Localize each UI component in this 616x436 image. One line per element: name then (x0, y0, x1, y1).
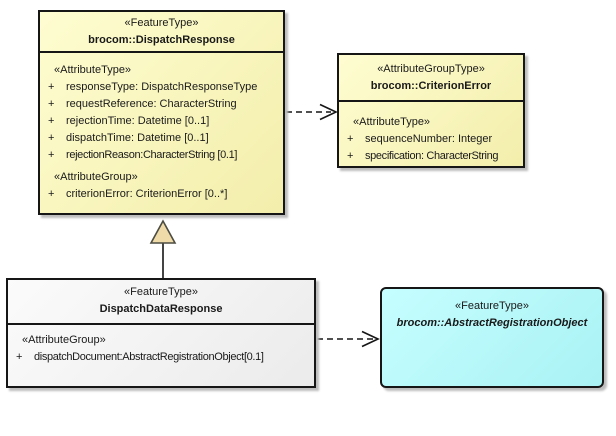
class-title: DispatchDataResponse (99, 303, 223, 315)
class-header: «FeatureType» brocom::AbstractRegistrati… (382, 289, 602, 332)
class-title: brocom::CriterionError (370, 80, 492, 92)
section-heading: «AttributeGroup» (54, 171, 138, 183)
visibility-symbol: + (48, 115, 55, 127)
section-heading: «AttributeType» (54, 64, 132, 76)
attribute-text: rejectionReason:CharacterString [0.1] (66, 149, 238, 161)
section-heading: «AttributeGroup» (22, 334, 106, 346)
attribute-text: requestReference: CharacterString (66, 98, 237, 110)
attribute-compartment: «AttributeGroup» + dispatchDocument:Abst… (8, 325, 314, 366)
generalization-arrow (149, 219, 177, 278)
attribute-row: + criterionError: CriterionError [0..*] (40, 186, 283, 203)
class-title: brocom::DispatchResponse (88, 34, 235, 46)
attribute-text: dispatchDocument:AbstractRegistrationObj… (34, 351, 264, 363)
attribute-text: sequenceNumber: Integer (365, 133, 493, 145)
dependency-arrow-criterion-error (286, 103, 338, 121)
attribute-row: + rejectionTime: Datetime [0..1] (40, 113, 283, 130)
class-box-dispatch-data-response: «FeatureType» DispatchDataResponse «Attr… (6, 278, 316, 388)
attribute-row: + requestReference: CharacterString (40, 96, 283, 113)
stereotype-label: «FeatureType» (124, 17, 199, 29)
class-header: «AttributeGroupType» brocom::CriterionEr… (339, 55, 523, 102)
attribute-text: specification: CharacterString (365, 150, 499, 162)
stereotype-label: «FeatureType» (455, 300, 529, 312)
visibility-symbol: + (347, 133, 354, 145)
attribute-compartment: «AttributeType» + sequenceNumber: Intege… (339, 102, 523, 165)
visibility-symbol: + (16, 351, 23, 363)
stereotype-label: «AttributeGroupType» (377, 63, 485, 75)
visibility-symbol: + (48, 98, 55, 110)
attribute-row: + sequenceNumber: Integer (339, 131, 523, 148)
stereotype-label: «FeatureType» (124, 286, 198, 298)
dependency-arrow-abstract-registration-object (317, 330, 380, 348)
class-box-abstract-registration-object: «FeatureType» brocom::AbstractRegistrati… (380, 287, 604, 388)
class-header: «FeatureType» brocom::DispatchResponse (40, 12, 283, 53)
visibility-symbol: + (48, 132, 55, 144)
class-box-dispatch-response: «FeatureType» brocom::DispatchResponse «… (38, 10, 285, 215)
attribute-compartment: «AttributeType» + responseType: Dispatch… (40, 53, 283, 203)
attribute-row: + responseType: DispatchResponseType (40, 79, 283, 96)
attribute-text: criterionError: CriterionError [0..*] (66, 188, 228, 200)
visibility-symbol: + (48, 149, 55, 161)
attribute-text: responseType: DispatchResponseType (66, 81, 258, 93)
section-heading: «AttributeType» (353, 116, 431, 128)
attribute-row: + specification: CharacterString (339, 148, 523, 165)
class-title: brocom::AbstractRegistrationObject (396, 317, 588, 329)
visibility-symbol: + (347, 150, 354, 162)
class-box-criterion-error: «AttributeGroupType» brocom::CriterionEr… (337, 53, 525, 168)
attribute-text: rejectionTime: Datetime [0..1] (66, 115, 210, 127)
visibility-symbol: + (48, 81, 55, 93)
attribute-text: dispatchTime: Datetime [0..1] (66, 132, 209, 144)
class-header: «FeatureType» DispatchDataResponse (8, 280, 314, 325)
visibility-symbol: + (48, 188, 55, 200)
attribute-row: + rejectionReason:CharacterString [0.1] (40, 147, 283, 164)
attribute-row: + dispatchDocument:AbstractRegistrationO… (8, 349, 314, 366)
attribute-row: + dispatchTime: Datetime [0..1] (40, 130, 283, 147)
